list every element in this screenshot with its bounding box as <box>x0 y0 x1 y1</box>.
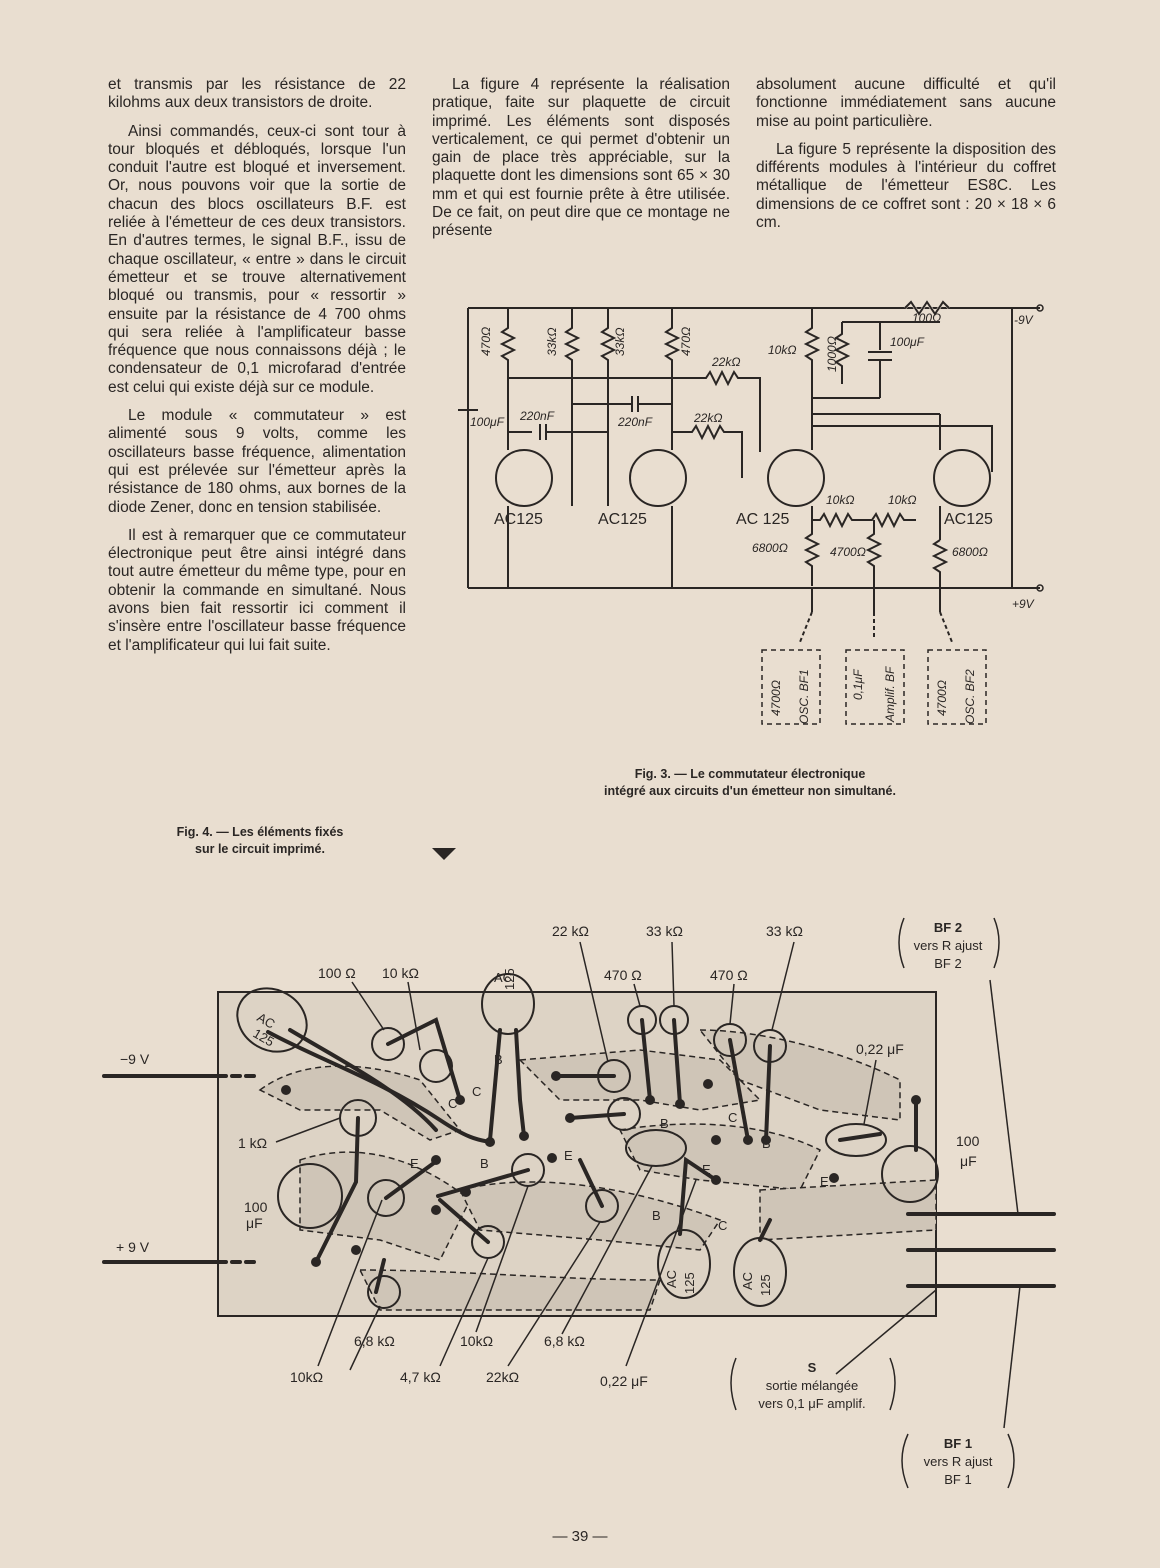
paragraph: Le module « commutateur » est alimenté s… <box>108 407 406 516</box>
fig4-pin-label: B <box>652 1208 661 1223</box>
paragraph: La figure 5 représente la disposition de… <box>756 140 1056 232</box>
fig4-pin-label: E <box>410 1156 419 1171</box>
fig4-transistor-label: AC <box>494 970 512 985</box>
fig4-label: 0,22 μF <box>600 1373 648 1389</box>
fig4-bf1-label: vers R ajust <box>924 1454 993 1469</box>
fig4-bf2-label: BF 2 <box>934 920 962 935</box>
text-column-2: La figure 4 représente la réalisation pr… <box>432 76 730 251</box>
fig4-label: 100 Ω <box>318 965 356 981</box>
fig4-pin-label: B <box>480 1156 489 1171</box>
fig3-label: 22kΩ <box>711 355 740 369</box>
fig3-label: 470Ω <box>679 327 693 356</box>
fig4-label: 100 <box>244 1199 268 1215</box>
fig4-pin-label: E <box>820 1174 829 1189</box>
caption-line: sur le circuit imprimé. <box>195 842 325 856</box>
fig3-label: +9V <box>1012 597 1035 611</box>
fig4-bf2-label: BF 2 <box>934 956 961 971</box>
fig4-transistor-label: 125 <box>758 1274 773 1296</box>
fig4-pin-label: E <box>564 1148 573 1163</box>
fig3-label: 10kΩ <box>768 343 796 357</box>
caption-line: Fig. 3. — Le commutateur électronique <box>634 767 866 781</box>
fig3-label: -9V <box>1014 313 1034 327</box>
caption-line: intégré aux circuits d'un émetteur non s… <box>604 784 896 798</box>
fig4-pin-label: B <box>762 1136 771 1151</box>
fig3-transistor-label: AC125 <box>944 511 993 528</box>
fig4-transistor-label: 125 <box>682 1272 697 1294</box>
fig4-label: 33 kΩ <box>646 923 683 939</box>
fig4-label: μF <box>960 1153 977 1169</box>
fig4-pin-label: C <box>718 1218 727 1233</box>
fig4-pin-label: B <box>494 1052 503 1067</box>
fig3-label: 4700Ω <box>830 545 866 559</box>
fig4-transistor-label: AC <box>664 1270 679 1288</box>
paragraph: et transmis par les résistance de 22 kil… <box>108 76 406 112</box>
caption-line: Fig. 4. — Les éléments fixés <box>176 825 344 839</box>
fig4-label: 470 Ω <box>710 967 748 983</box>
page-number: — 39 — <box>552 1528 608 1545</box>
paragraph: Ainsi commandés, ceux-ci sont tour à tou… <box>108 122 406 396</box>
fig3-label: 100μF <box>470 415 505 429</box>
fig4-label: 4,7 kΩ <box>400 1369 441 1385</box>
fig4-label: 6,8 kΩ <box>544 1333 585 1349</box>
fig4-label: + 9 V <box>116 1239 150 1255</box>
fig4-s-label: S <box>808 1360 817 1375</box>
fig3-label: OSC. BF2 <box>963 669 977 724</box>
fig3-label: 100Ω <box>912 311 941 325</box>
fig3-label: 6800Ω <box>952 545 988 559</box>
fig4-label: 1 kΩ <box>238 1135 267 1151</box>
fig3-label: 4700Ω <box>935 680 949 716</box>
fig4-transistor-label: AC <box>740 1272 755 1290</box>
fig3-label: 100μF <box>890 335 925 349</box>
text-column-3: absolument aucune difficulté et qu'il fo… <box>756 76 1056 242</box>
fig4-label: 0,22 μF <box>856 1041 904 1057</box>
fig4-s-label: sortie mélangée <box>766 1378 859 1393</box>
fig4-s-label: vers 0,1 μF amplif. <box>758 1396 865 1411</box>
fig3-label: 1000Ω <box>825 336 839 372</box>
fig3-label: 220nF <box>617 415 653 429</box>
fig4-label: 33 kΩ <box>766 923 803 939</box>
fig3-label: 33kΩ <box>613 328 627 356</box>
fig3-label: Amplif. BF <box>883 666 897 723</box>
text-column-1: et transmis par les résistance de 22 kil… <box>108 76 406 665</box>
fig4-pin-label: C <box>448 1096 457 1111</box>
fig3-label: 220nF <box>519 409 555 423</box>
fig4-label: 10 kΩ <box>382 965 419 981</box>
fig4-pin-label: B <box>660 1116 669 1131</box>
fig4-bf1-label: BF 1 <box>944 1472 971 1487</box>
fig4-pin-label: E <box>702 1162 711 1177</box>
fig3-caption: Fig. 3. — Le commutateur électronique in… <box>520 766 980 800</box>
fig3-label: 4700Ω <box>769 680 783 716</box>
fig4-label: 6,8 kΩ <box>354 1333 395 1349</box>
fig4-label: 10kΩ <box>460 1333 493 1349</box>
fig4-label: −9 V <box>120 1051 150 1067</box>
fig3-transistor-label: AC 125 <box>736 511 789 528</box>
fig4-label: 22 kΩ <box>552 923 589 939</box>
paragraph: La figure 4 représente la réalisation pr… <box>432 76 730 240</box>
fig4-transistor-label: 125 <box>502 968 517 990</box>
fig3-label: 0,1μF <box>851 669 865 700</box>
fig3-label: 10kΩ <box>888 493 916 507</box>
fig3-label: 6800Ω <box>752 541 788 555</box>
fig4-label: 22kΩ <box>486 1369 519 1385</box>
fig4-label: 470 Ω <box>604 967 642 983</box>
paragraph: absolument aucune difficulté et qu'il fo… <box>756 76 1056 130</box>
fig3-label: 10kΩ <box>826 493 854 507</box>
fig4-bf2-label: vers R ajust <box>914 938 983 953</box>
fig4-label: 10kΩ <box>290 1369 323 1385</box>
fig3-label: OSC. BF1 <box>797 669 811 724</box>
paragraph: Il est à remarquer que ce commutateur él… <box>108 526 406 654</box>
fig4-caption: Fig. 4. — Les éléments fixés sur le circ… <box>130 824 390 858</box>
fig4-label: μF <box>246 1215 263 1231</box>
fig3-label: 470Ω <box>479 327 493 356</box>
fig3-label: 22kΩ <box>693 411 722 425</box>
fig3-transistor-label: AC125 <box>494 511 543 528</box>
fig4-bf1-label: BF 1 <box>944 1436 972 1451</box>
fig4-pin-label: C <box>728 1110 737 1125</box>
fig4-label: 100 <box>956 1133 980 1149</box>
fig4-pin-label: C <box>472 1084 481 1099</box>
fig3-label: 33kΩ <box>545 328 559 356</box>
fig3-transistor-label: AC125 <box>598 511 647 528</box>
